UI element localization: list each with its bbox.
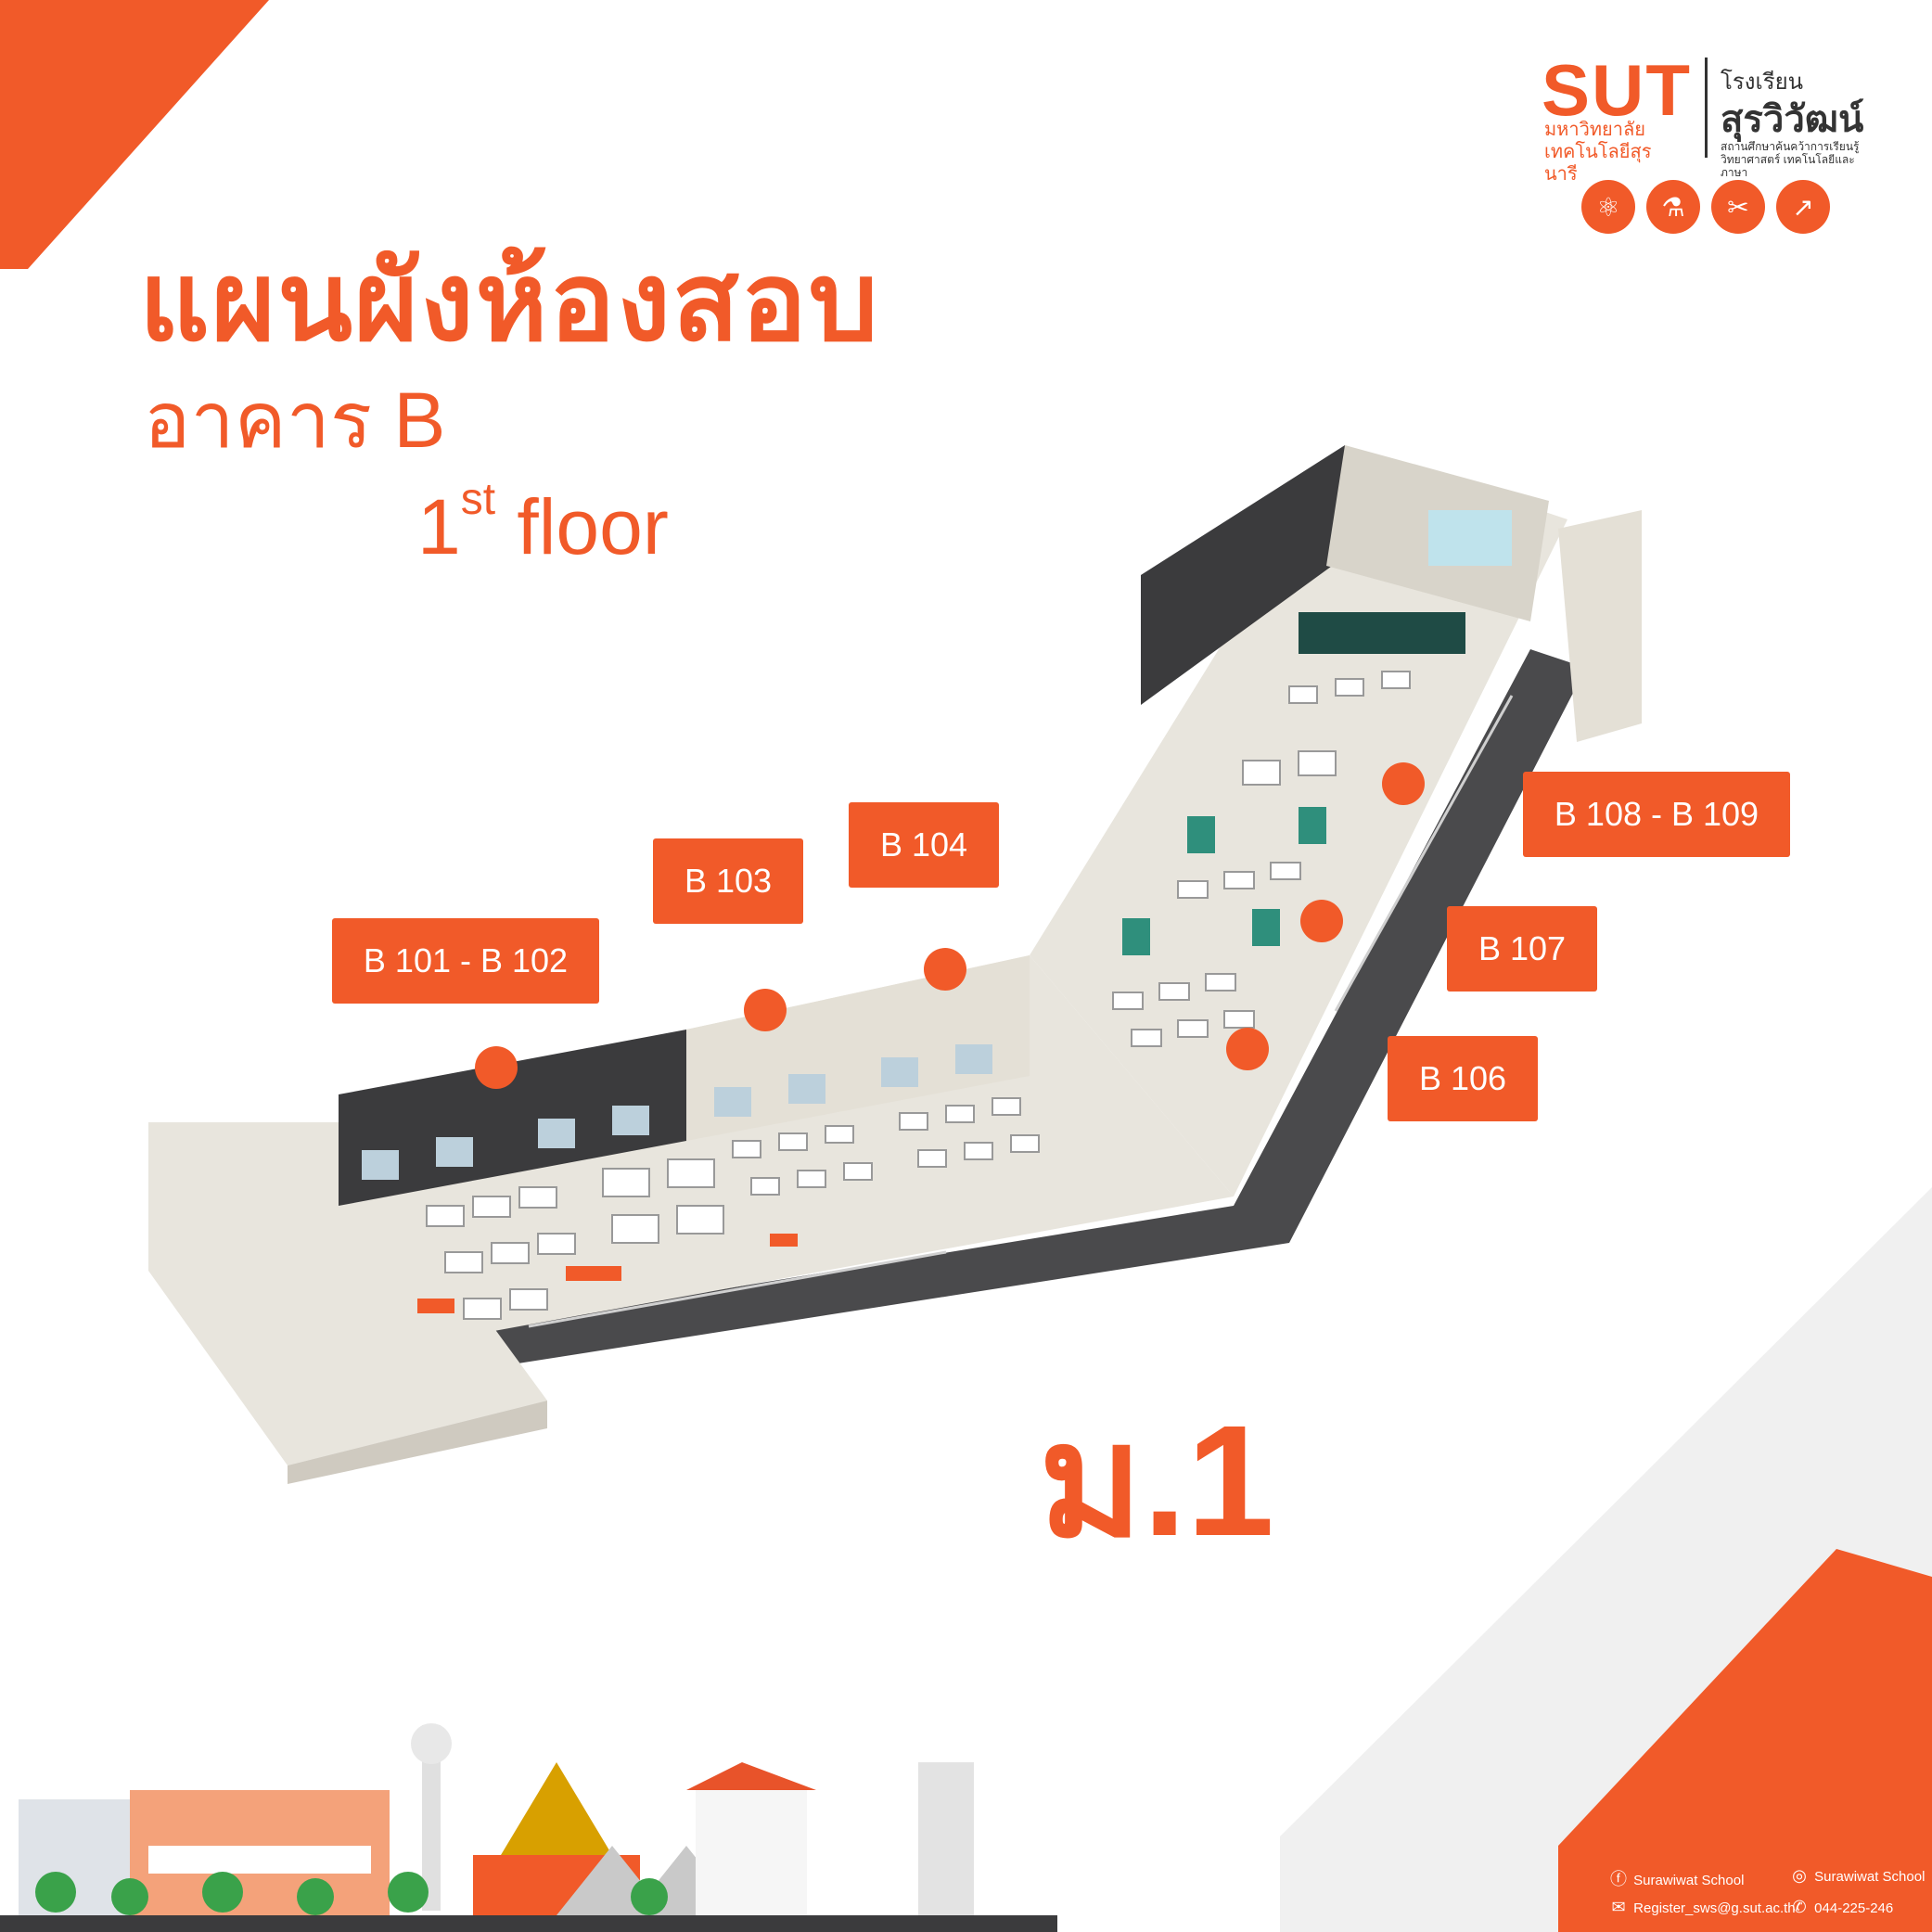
grade-label: ม.1 bbox=[1039, 1393, 1274, 1569]
school-logo-tagline: สถานศึกษาค้นคว้าการเรียนรู้ วิทยาศาสตร์ … bbox=[1721, 140, 1860, 179]
sut-logo: SUT bbox=[1542, 49, 1692, 131]
room-pin-b104[interactable] bbox=[924, 948, 966, 991]
footer-facebook[interactable]: ⓕ Surawiwat School bbox=[1607, 1866, 1744, 1890]
room-pin-b103[interactable] bbox=[744, 989, 787, 1031]
room-pin-b106[interactable] bbox=[1226, 1028, 1269, 1070]
room-pin-b108[interactable] bbox=[1382, 762, 1425, 805]
room-label-b101-b102[interactable]: B 101 - B 102 bbox=[332, 918, 599, 1004]
school-logo-line1: โรงเรียน bbox=[1721, 70, 1804, 95]
building-name: อาคาร B bbox=[144, 377, 446, 464]
chart-icon: ↗ bbox=[1776, 180, 1830, 234]
phone-icon: ✆ bbox=[1792, 1898, 1807, 1916]
room-pin-b101[interactable] bbox=[475, 1046, 518, 1089]
corner-decoration-top-left bbox=[0, 0, 269, 269]
page-title: แผนผังห้องสอบ bbox=[139, 241, 880, 364]
footer-email[interactable]: ✉ Register_sws@g.sut.ac.th bbox=[1607, 1898, 1795, 1917]
corner-decoration-bottom-right bbox=[1280, 1187, 1932, 1932]
room-label-b108-b109[interactable]: B 108 - B 109 bbox=[1523, 772, 1790, 857]
school-logo: โรงเรียน สุรวิวัฒน์ สถานศึกษาค้นคว้าการเ… bbox=[1721, 63, 1878, 179]
atom-icon: ⚛ bbox=[1581, 180, 1635, 234]
school-logo-name: สุรวิวัฒน์ bbox=[1721, 99, 1864, 140]
floor-label: 1st floor bbox=[417, 475, 669, 570]
room-pin-b107[interactable] bbox=[1300, 900, 1343, 942]
test-tube-icon: ⚗ bbox=[1646, 180, 1700, 234]
room-label-b104[interactable]: B 104 bbox=[849, 802, 999, 888]
logo-divider bbox=[1705, 58, 1708, 158]
room-label-b103[interactable]: B 103 bbox=[653, 838, 803, 924]
footer-instagram[interactable]: ◎ Surawiwat School bbox=[1788, 1866, 1925, 1886]
instagram-icon: ◎ bbox=[1792, 1866, 1807, 1885]
facebook-icon: ⓕ bbox=[1610, 1870, 1627, 1888]
room-label-b106[interactable]: B 106 bbox=[1388, 1036, 1538, 1121]
sut-logo-subtitle: มหาวิทยาลัยเทคโนโลยีสุรนารี bbox=[1544, 120, 1652, 185]
email-icon: ✉ bbox=[1611, 1898, 1626, 1916]
dna-icon: ✂ bbox=[1711, 180, 1765, 234]
floor-plan-illustration bbox=[148, 445, 1642, 1484]
campus-skyline-illustration bbox=[0, 1723, 1057, 1932]
room-label-b107[interactable]: B 107 bbox=[1447, 906, 1597, 992]
footer-phone[interactable]: ✆ 044-225-246 bbox=[1788, 1898, 1893, 1917]
